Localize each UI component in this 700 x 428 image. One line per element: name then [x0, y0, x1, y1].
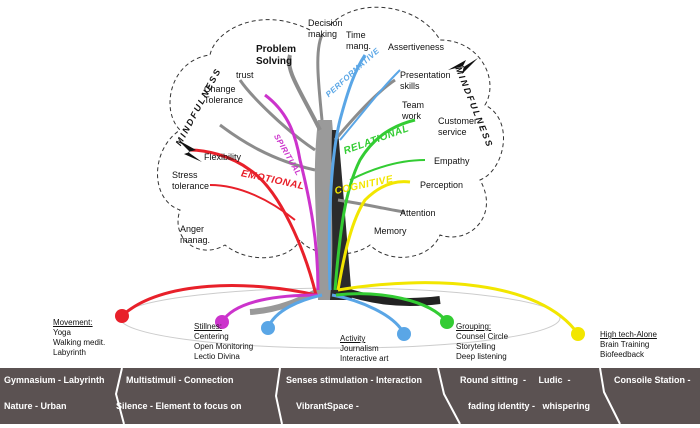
group-movement: Movement: Yoga Walking medit. Labyrinth	[53, 318, 106, 357]
skill-perception: Perception	[420, 180, 464, 190]
group-activity-head: Activity	[340, 334, 366, 343]
branch-grey-2	[316, 34, 324, 121]
branch-relational-2	[349, 159, 426, 181]
band-r1c2: Multistimuli - Connection	[126, 375, 234, 385]
band-divider-3	[437, 368, 461, 424]
root-line-stillnes	[220, 293, 319, 323]
band-r1c4: Round sitting - Ludic -	[460, 375, 571, 385]
branch-spiritual	[264, 93, 320, 291]
group-hightech-head: High tech-Alone	[600, 330, 657, 339]
skill-attention: Attention	[400, 208, 436, 218]
band-r1c3: Senses stimulation - Interaction	[286, 375, 423, 385]
branch-emotional-2	[209, 184, 296, 221]
group-stillnes-head: Stillnes:	[194, 322, 223, 331]
group-grouping: Grouping: Counsel Circle Storytelling De…	[456, 322, 509, 361]
cloud-left	[157, 19, 311, 259]
root-line-grouping	[335, 292, 449, 323]
branch-emotional	[189, 148, 318, 296]
band-r2c4: fading identity - whispering	[468, 401, 591, 411]
group-stillnes: Stillnes: Centering Open Monitoring Lect…	[194, 322, 254, 361]
band-r1c1: Gymnasium - Labyrinth	[4, 375, 105, 385]
skill-flexibility: Flexibility	[204, 152, 242, 162]
trunk-shadow	[330, 130, 352, 300]
branch-relational	[333, 118, 416, 291]
node-hightech	[571, 327, 585, 341]
branch-grey-1	[287, 54, 322, 131]
branch-performative-2	[339, 69, 401, 141]
root-line-hightech	[337, 281, 580, 335]
node-activity-r	[397, 327, 411, 341]
band-divider-1	[114, 368, 125, 424]
skill-time: Time mang.	[346, 30, 372, 51]
skill-assertiveness: Assertiveness	[388, 42, 445, 52]
root-line-movement	[120, 284, 317, 318]
branch-grey-6	[337, 198, 406, 214]
branch-cognitive	[336, 180, 411, 291]
branch-grey-3	[238, 79, 316, 152]
node-stillnes	[215, 315, 229, 329]
branch-grey-5	[333, 78, 396, 141]
band-r2c1: Nature - Urban	[4, 401, 67, 411]
lightning-icon-right	[448, 58, 478, 74]
band-divider-4	[599, 368, 621, 424]
node-activity-l	[261, 321, 275, 335]
node-grouping	[440, 315, 454, 329]
band-divider-2	[274, 368, 283, 424]
skill-trust: trust	[236, 70, 254, 80]
space-band	[0, 368, 700, 424]
group-hightech: High tech-Alone Brain Training Biofeedba…	[600, 330, 657, 359]
band-r2c2: Silence - Element to focus on	[116, 401, 242, 411]
skill-empathy: Empathy	[434, 156, 470, 166]
group-grouping-head: Grouping:	[456, 322, 492, 331]
lightning-icon-left	[178, 140, 202, 162]
band-r2c3: VibrantSpace -	[296, 401, 359, 411]
branch-performative	[327, 54, 367, 291]
band-r1c5: Consoile Station -	[614, 375, 691, 385]
group-activity: Activity Journalism Interactive art	[340, 334, 389, 363]
skill-memory: Memory	[374, 226, 407, 236]
skill-decision: Decision making	[308, 18, 343, 39]
group-movement-head: Movement:	[53, 318, 93, 327]
node-movement	[115, 309, 129, 323]
